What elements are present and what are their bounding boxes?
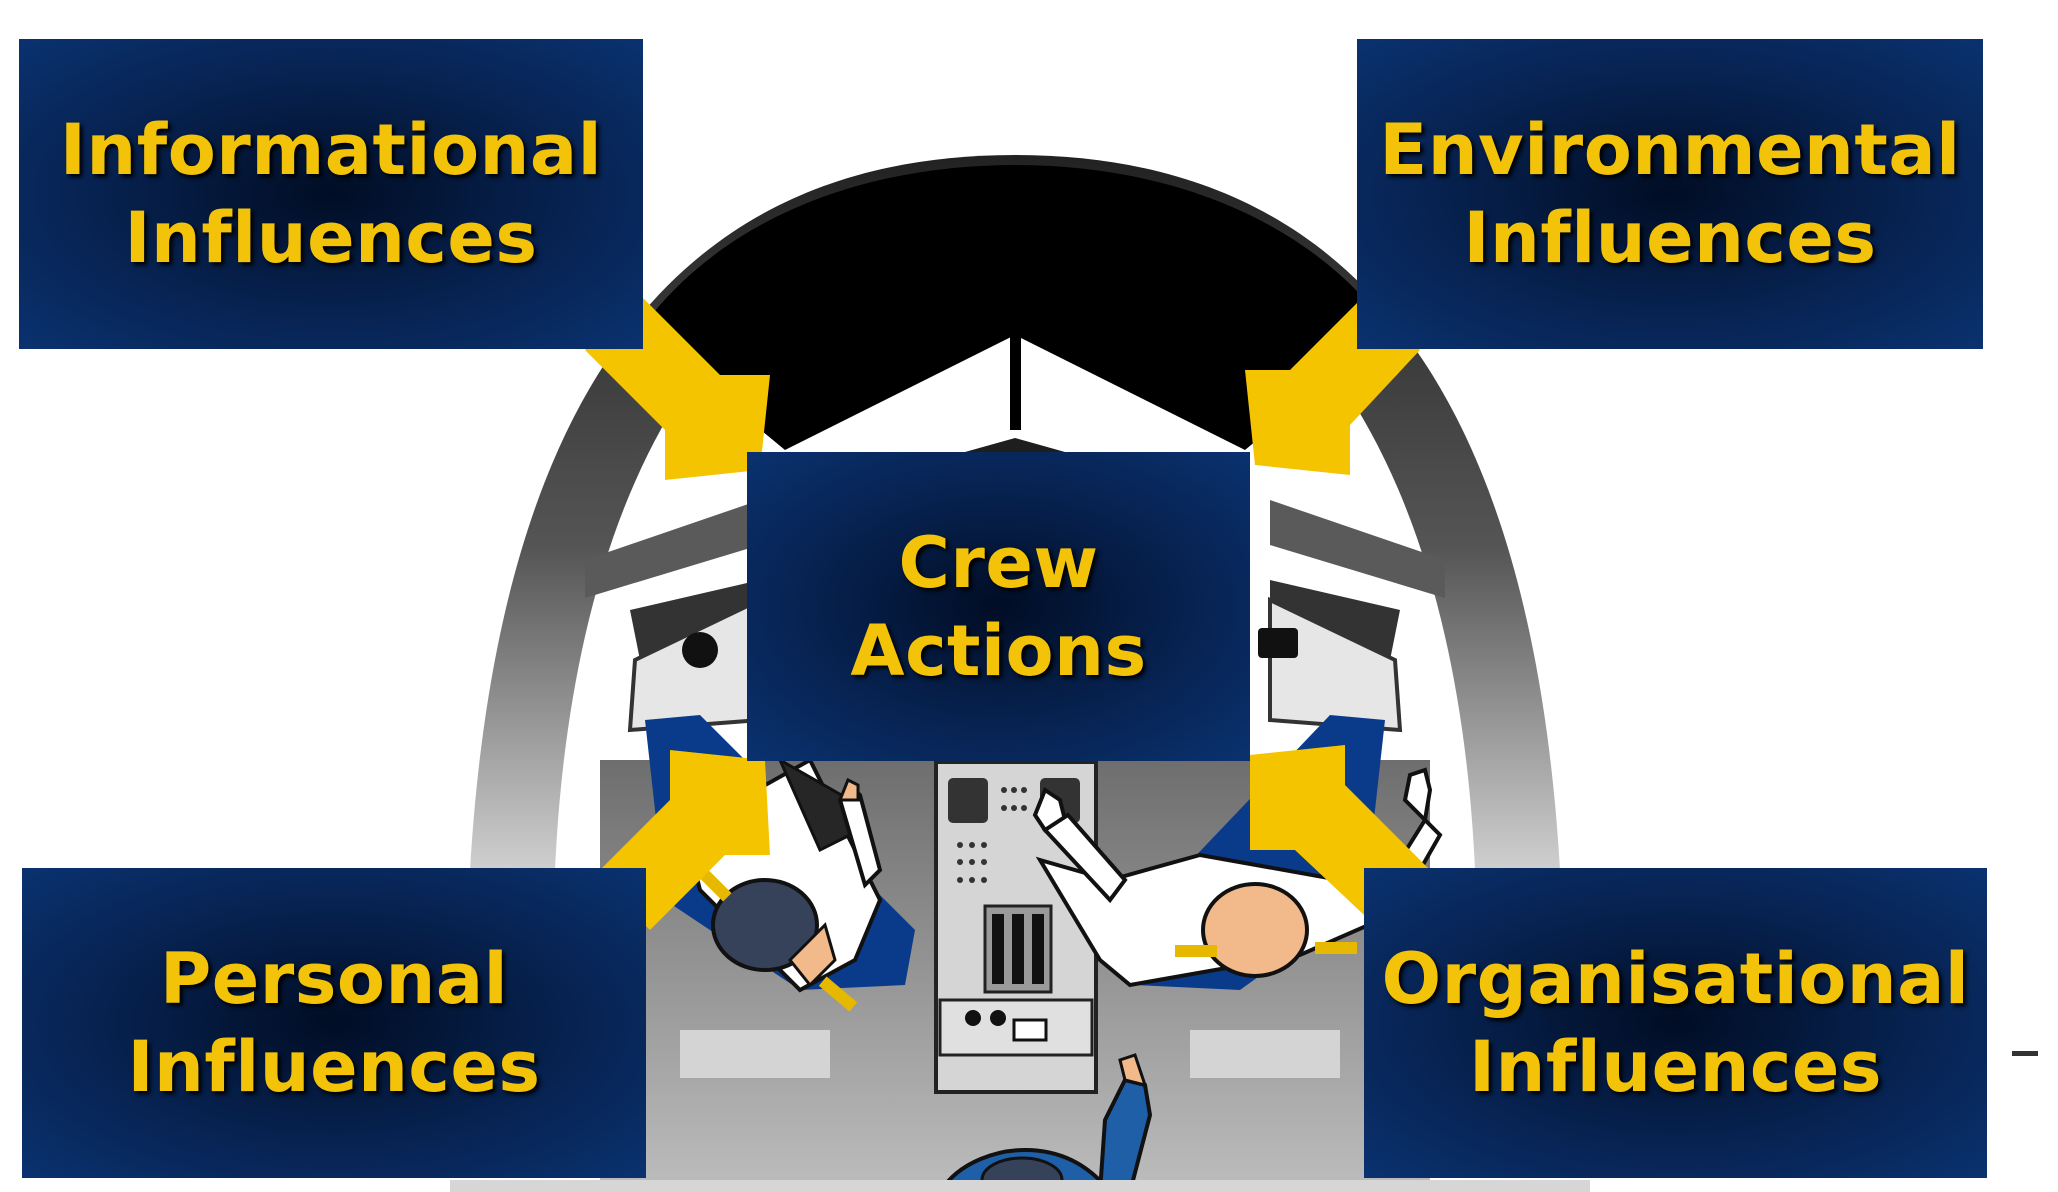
environmental-line1: Environmental bbox=[1379, 109, 1961, 191]
informational-line1: Informational bbox=[59, 109, 603, 191]
crew-line2: Actions bbox=[850, 609, 1147, 692]
windshield bbox=[640, 165, 1390, 452]
personal-influences-box: Personal Influences bbox=[22, 868, 646, 1178]
environmental-line2: Influences bbox=[1463, 197, 1877, 279]
crew-actions-box: Crew Actions bbox=[747, 452, 1250, 761]
crew-line1: Crew bbox=[898, 521, 1099, 604]
first-officer-figure bbox=[1032, 767, 1443, 988]
environmental-influences-box: Environmental Influences bbox=[1357, 39, 1983, 349]
organisational-line1: Organisational bbox=[1381, 938, 1970, 1020]
personal-line1: Personal bbox=[159, 938, 509, 1020]
side-windows bbox=[585, 500, 1445, 660]
organisational-influences-box: Organisational Influences bbox=[1364, 868, 1987, 1178]
organisational-line2: Influences bbox=[1468, 1026, 1883, 1108]
informational-influences-box: Informational Influences bbox=[19, 39, 643, 349]
side-instrument-panels bbox=[627, 596, 1403, 733]
personal-line2: Influences bbox=[127, 1026, 541, 1108]
floor-edge bbox=[450, 1180, 1590, 1192]
informational-line2: Influences bbox=[124, 197, 538, 279]
edge-dash-mark bbox=[2012, 1051, 2038, 1056]
center-console bbox=[934, 760, 1098, 1094]
